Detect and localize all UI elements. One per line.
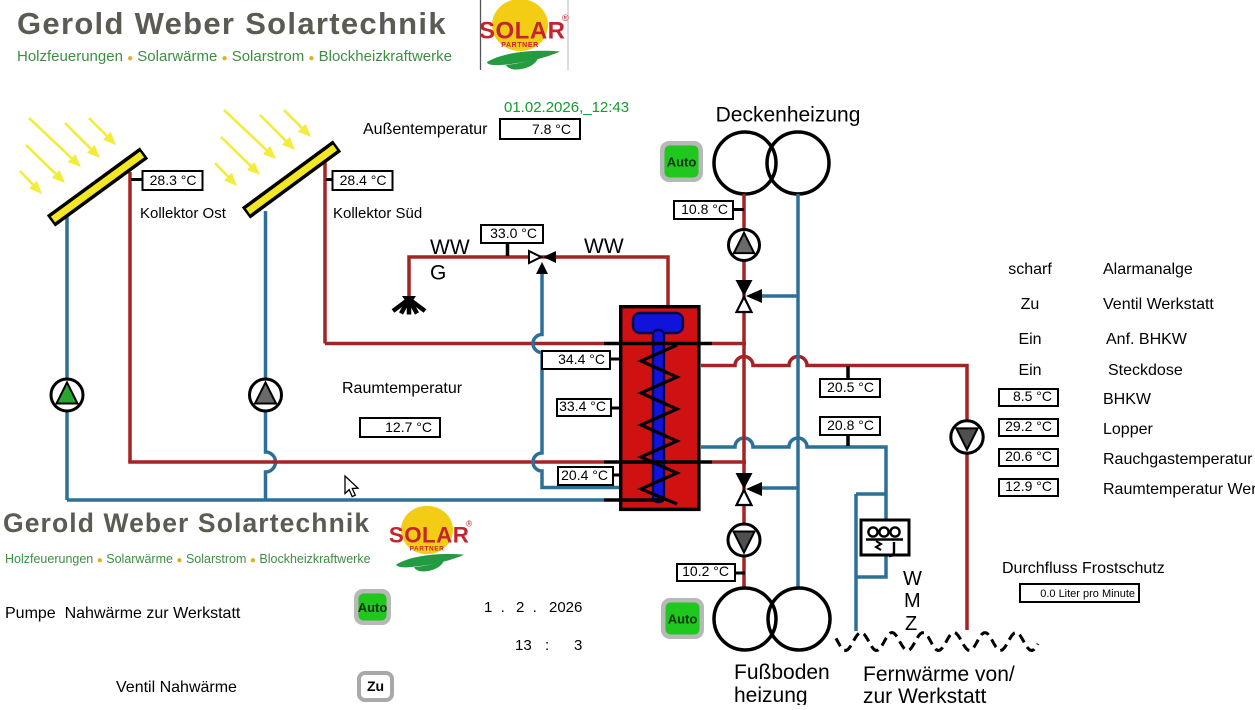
svg-text:Lopper: Lopper: [1103, 421, 1153, 438]
svg-text:20.8 °C: 20.8 °C: [827, 417, 874, 433]
svg-text:Auto: Auto: [668, 612, 698, 627]
svg-text:Zu: Zu: [367, 678, 384, 694]
svg-text:Ventil Nahwärme: Ventil Nahwärme: [116, 679, 237, 696]
svg-text:28.4 °C: 28.4 °C: [340, 172, 387, 188]
svg-text:2026: 2026: [549, 599, 582, 616]
svg-text:Gerold Weber Solartechnik: Gerold Weber Solartechnik: [3, 508, 370, 538]
svg-text:29.2 °C: 29.2 °C: [1005, 418, 1052, 434]
svg-text:®: ®: [466, 518, 473, 528]
svg-text:Ein: Ein: [1018, 331, 1041, 348]
svg-text::: :: [545, 637, 549, 654]
svg-text:1 .: 1 .: [484, 599, 505, 616]
svg-text:WW: WW: [584, 235, 624, 258]
svg-text:heizung: heizung: [734, 684, 808, 705]
svg-text:Kollektor Ost: Kollektor Ost: [140, 205, 227, 222]
svg-text:Holzfeuerungen ● Solarwärme ●: Holzfeuerungen ● Solarwärme ● Solarstrom…: [17, 48, 452, 65]
svg-text:WW: WW: [430, 236, 470, 259]
svg-text:Auto: Auto: [358, 600, 388, 615]
svg-text:scharf: scharf: [1008, 261, 1052, 278]
svg-text:Ein: Ein: [1018, 362, 1041, 379]
svg-text:W: W: [903, 568, 922, 590]
svg-text:Gerold Weber Solartechnik: Gerold Weber Solartechnik: [17, 6, 447, 41]
svg-text:33.4 °C: 33.4 °C: [559, 398, 606, 414]
svg-text:12.9 °C: 12.9 °C: [1005, 478, 1052, 494]
svg-text:Durchfluss Frostschutz: Durchfluss Frostschutz: [1002, 560, 1165, 577]
svg-text:Holzfeuerungen ● Solarwärme ●: Holzfeuerungen ● Solarwärme ● Solarstrom…: [5, 552, 371, 566]
svg-text:7.8 °C: 7.8 °C: [532, 121, 571, 137]
svg-text:Auto: Auto: [667, 155, 697, 170]
svg-text:20.4 °C: 20.4 °C: [561, 467, 608, 483]
svg-text:Rauchgastemperatur: Rauchgastemperatur: [1103, 451, 1253, 468]
svg-text:PARTNER: PARTNER: [410, 545, 445, 552]
svg-text:Zu: Zu: [1021, 296, 1040, 313]
svg-text:10.2 °C: 10.2 °C: [682, 563, 729, 579]
svg-text:Z: Z: [905, 613, 917, 635]
svg-text:Raumtemperatur: Raumtemperatur: [342, 380, 463, 397]
svg-text:12.7 °C: 12.7 °C: [385, 419, 432, 435]
svg-text:Fußboden: Fußboden: [734, 661, 830, 684]
svg-text:28.3 °C: 28.3 °C: [150, 172, 197, 188]
svg-text:Raumtemperatur Werkstatt: Raumtemperatur Werkstatt: [1103, 481, 1255, 498]
svg-text:34.4 °C: 34.4 °C: [558, 351, 605, 367]
svg-text:Alarmanalge: Alarmanalge: [1103, 261, 1193, 278]
svg-text:Außentemperatur: Außentemperatur: [363, 121, 488, 138]
svg-text:zur Werkstatt: zur Werkstatt: [863, 685, 986, 705]
svg-text:20.5 °C: 20.5 °C: [827, 379, 874, 395]
svg-text:01.02.2026,_12:43: 01.02.2026,_12:43: [504, 99, 629, 116]
svg-text:M: M: [904, 590, 921, 612]
svg-text:8.5 °C: 8.5 °C: [1013, 388, 1052, 404]
svg-text:Fernwärme von/: Fernwärme von/: [863, 663, 1015, 686]
svg-text:2 .: 2 .: [516, 599, 537, 616]
svg-text:3: 3: [574, 637, 582, 654]
svg-text:20.6 °C: 20.6 °C: [1005, 448, 1052, 464]
svg-text:G: G: [430, 262, 446, 285]
svg-text:Pumpe Nahwärme zur Werkstatt: Pumpe Nahwärme zur Werkstatt: [5, 605, 241, 622]
svg-text:®: ®: [562, 13, 569, 23]
svg-text:Steckdose: Steckdose: [1108, 362, 1183, 379]
svg-text:PARTNER: PARTNER: [501, 42, 539, 49]
svg-text:Deckenheizung: Deckenheizung: [716, 104, 861, 127]
svg-text:Ventil Werkstatt: Ventil Werkstatt: [1103, 296, 1214, 313]
svg-text:0.0 Liter pro Minute: 0.0 Liter pro Minute: [1040, 588, 1135, 600]
svg-text:BHKW: BHKW: [1103, 391, 1152, 408]
svg-text:10.8 °C: 10.8 °C: [681, 201, 728, 217]
svg-text:SOLAR: SOLAR: [389, 523, 469, 548]
svg-text:Anf. BHKW: Anf. BHKW: [1106, 331, 1188, 348]
svg-text:33.0 °C: 33.0 °C: [490, 225, 537, 241]
svg-text:13: 13: [515, 637, 532, 654]
svg-text:Kollektor Süd: Kollektor Süd: [333, 205, 422, 222]
svg-text:SOLAR: SOLAR: [479, 18, 566, 45]
